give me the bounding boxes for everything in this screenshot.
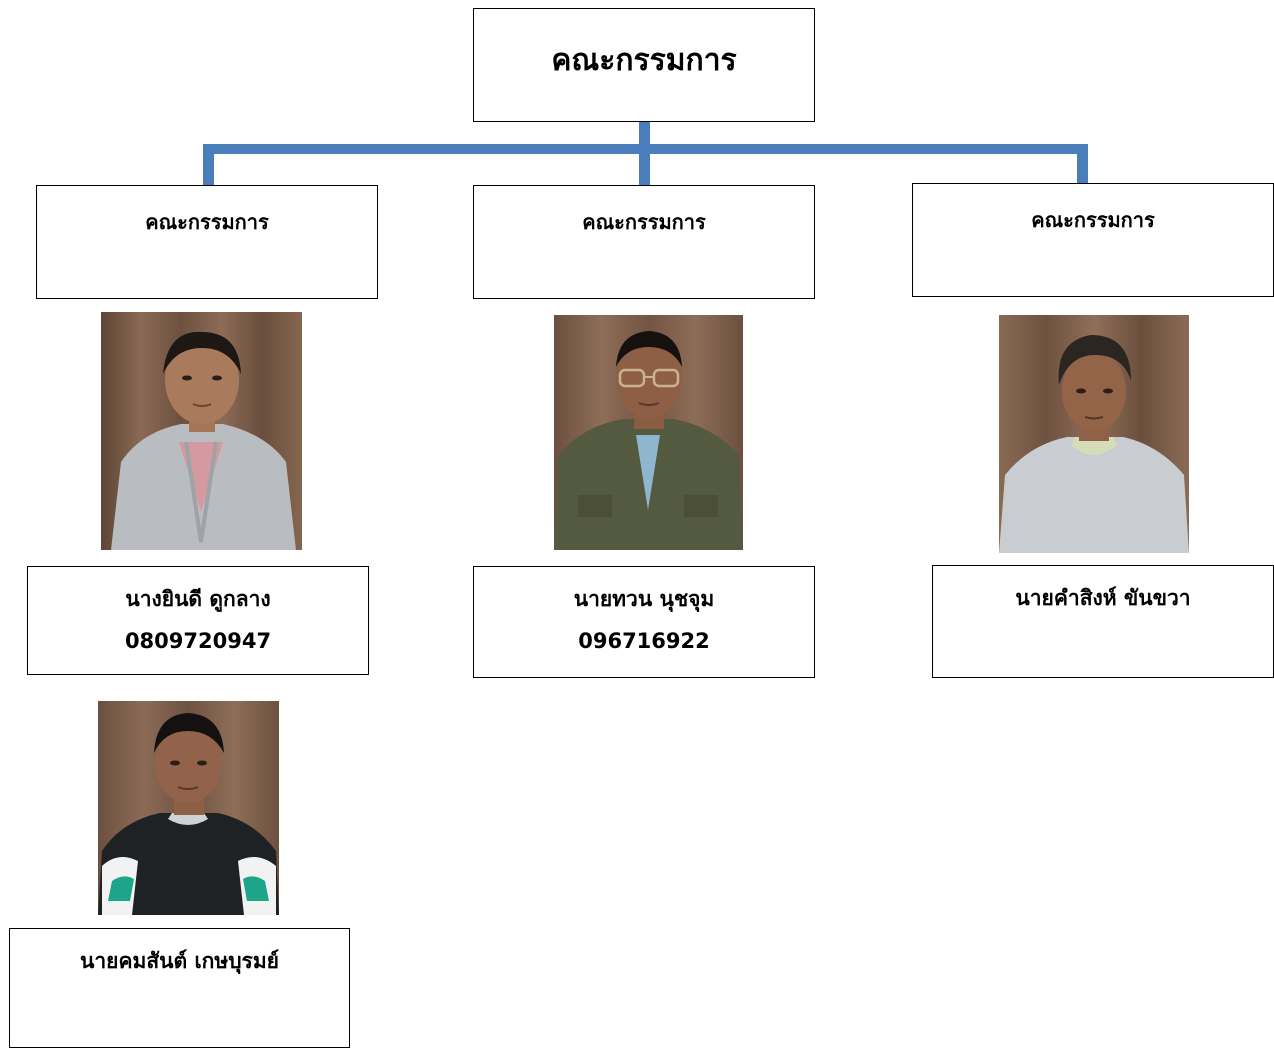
member-phone: 0809720947 — [124, 629, 272, 653]
committee-label: คณะกรรมการ — [1031, 208, 1155, 232]
member-card-3: นายคำสิงห์ ขันขวา — [932, 565, 1274, 678]
connector-left-drop — [203, 144, 214, 185]
member-photo-1 — [101, 312, 302, 550]
member-photo-4 — [98, 701, 279, 915]
root-committee-box: คณะกรรมการ — [473, 8, 815, 122]
committee-label: คณะกรรมการ — [582, 210, 706, 234]
member-card-4: นายคมสันต์ เกษบุรมย์ — [9, 928, 350, 1048]
connector-right-drop — [1077, 144, 1088, 185]
root-committee-title: คณะกรรมการ — [551, 43, 737, 78]
member-photo-2 — [554, 315, 743, 550]
committee-box-right: คณะกรรมการ — [912, 183, 1274, 297]
org-connector-lines — [203, 122, 1088, 185]
member-name: นายคมสันต์ เกษบุรมย์ — [80, 949, 279, 973]
member-phone: 096716922 — [578, 629, 710, 653]
member-name: นายทวน นุชจุม — [573, 587, 715, 611]
committee-box-left: คณะกรรมการ — [36, 185, 378, 299]
member-name: นางยินดี ดูกลาง — [125, 587, 271, 611]
member-photo-3 — [999, 315, 1189, 553]
member-card-1: นางยินดี ดูกลาง 0809720947 — [27, 566, 369, 675]
committee-label: คณะกรรมการ — [145, 210, 269, 234]
connector-horizontal-bar — [203, 144, 1088, 154]
committee-box-middle: คณะกรรมการ — [473, 185, 815, 299]
member-name: นายคำสิงห์ ขันขวา — [1015, 586, 1191, 610]
member-card-2: นายทวน นุชจุม 096716922 — [473, 566, 815, 678]
